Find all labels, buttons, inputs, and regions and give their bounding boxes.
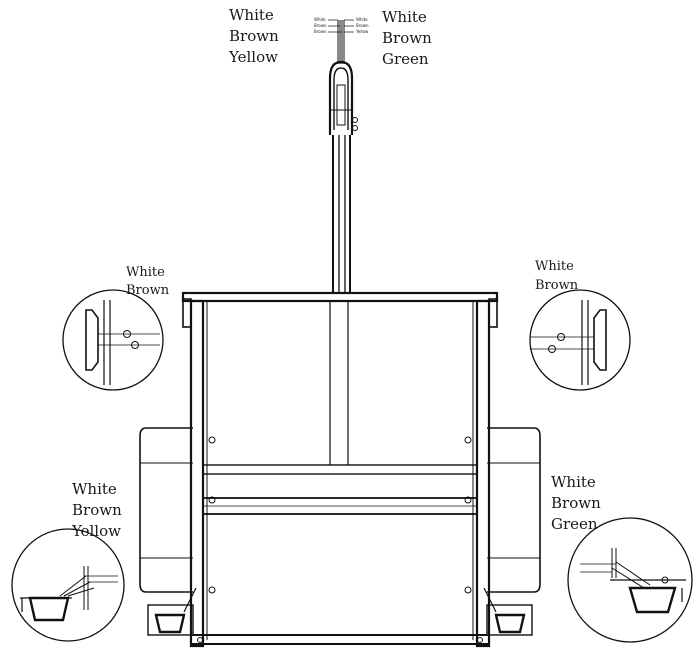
hitch-coupler <box>328 60 358 135</box>
wire-color-label: Brown <box>535 278 579 293</box>
label-mid-right: White Brown <box>535 259 579 293</box>
wire-color-label: White <box>126 265 165 280</box>
tiny-label: Brown <box>314 29 327 34</box>
tiny-label: Brown <box>314 23 327 28</box>
label-bottom-left: White Brown Yellow <box>71 480 122 540</box>
tiny-label: White <box>314 17 326 22</box>
detail-circle-bottom-left <box>11 528 125 642</box>
tiny-label: Yellow <box>355 29 369 34</box>
wire-color-label: Green <box>551 515 598 533</box>
wire-color-label: Brown <box>72 501 122 519</box>
label-top-left: White Brown Yellow <box>228 6 279 66</box>
wire-color-label: Brown <box>382 29 432 47</box>
rear-light-right <box>483 587 533 636</box>
rear-light-left <box>147 587 197 636</box>
wire-color-label: Yellow <box>71 522 121 540</box>
detail-circle-bottom-right <box>567 517 693 643</box>
wire-harness-top: White Brown Brown White Brown Yellow <box>314 17 369 64</box>
wire-color-label: Brown <box>126 283 170 298</box>
wire-color-label: Green <box>382 50 429 68</box>
detail-circle-mid-right <box>529 289 631 391</box>
wire-color-label: Brown <box>229 27 279 45</box>
tiny-label: White <box>356 17 368 22</box>
wire-color-label: Brown <box>551 494 601 512</box>
label-bottom-right: White Brown Green <box>551 473 601 533</box>
wire-color-label: White <box>72 480 117 498</box>
wheel-right <box>487 427 541 593</box>
wire-color-label: White <box>551 473 596 491</box>
tongue <box>332 135 351 293</box>
trailer-frame <box>181 291 499 648</box>
wire-color-label: White <box>229 6 274 24</box>
wire-color-label: White <box>535 259 574 274</box>
label-top-right: White Brown Green <box>382 8 432 68</box>
label-mid-left: White Brown <box>126 265 170 298</box>
wire-color-label: Yellow <box>228 48 278 66</box>
wire-color-label: White <box>382 8 427 26</box>
wheel-left <box>139 427 193 593</box>
detail-circle-mid-left <box>62 289 164 391</box>
tiny-label: Brown <box>356 23 369 28</box>
